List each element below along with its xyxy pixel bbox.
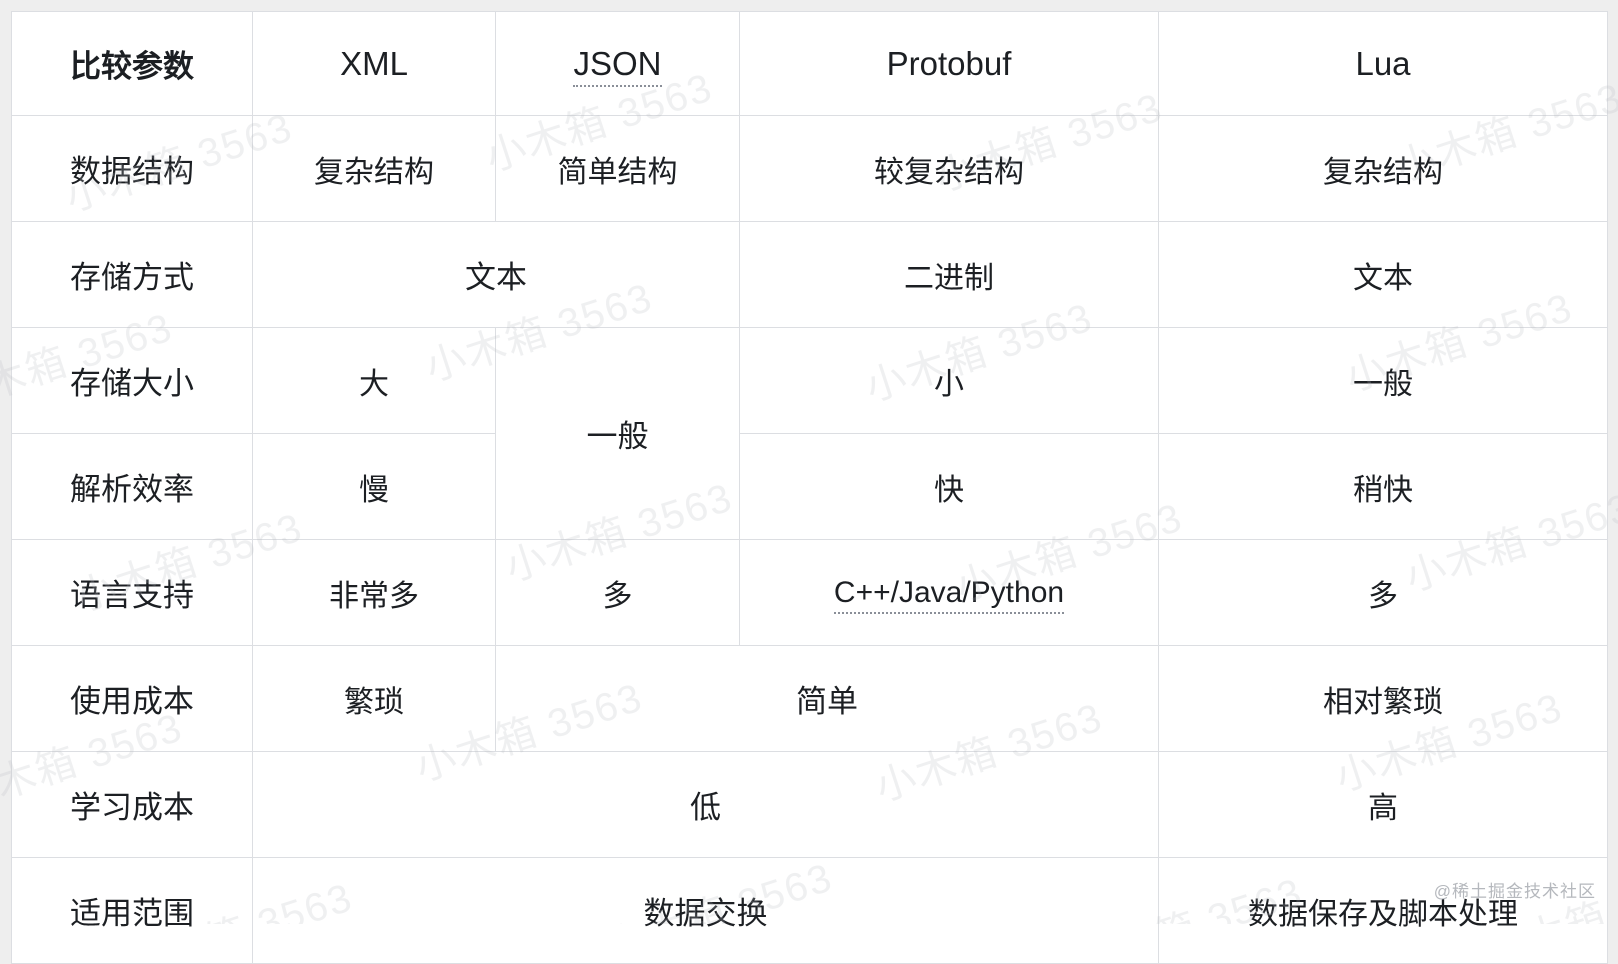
header-row: 比较参数 XML JSON Protobuf Lua — [11, 11, 1608, 116]
cell-use-cases-merged: 数据交换 — [252, 857, 1159, 964]
cell-data-structure-xml: 复杂结构 — [252, 115, 496, 222]
row-label-storage-format: 存储方式 — [11, 221, 253, 328]
cell-usage-cost-json-protobuf: 简单 — [495, 645, 1159, 752]
cell-data-structure-lua: 复杂结构 — [1158, 115, 1608, 222]
table-row-learning-cost: 学习成本 低 高 — [11, 751, 1608, 858]
cell-use-cases-lua: 数据保存及脚本处理 — [1158, 857, 1608, 964]
column-header-lua: Lua — [1158, 11, 1608, 116]
cell-usage-cost-xml: 繁琐 — [252, 645, 496, 752]
cell-storage-size-xml: 大 — [252, 327, 496, 434]
row-label-learning-cost: 学习成本 — [11, 751, 253, 858]
column-header-protobuf: Protobuf — [739, 11, 1159, 116]
column-header-xml-label: XML — [340, 44, 408, 82]
cell-storage-size-lua: 一般 — [1158, 327, 1608, 434]
cell-data-structure-protobuf: 较复杂结构 — [739, 115, 1159, 222]
cell-data-structure-json: 简单结构 — [495, 115, 740, 222]
cell-language-support-protobuf-label: C++/Java/Python — [833, 575, 1065, 614]
row-label-data-structure: 数据结构 — [11, 115, 253, 222]
cell-learning-cost-lua: 高 — [1158, 751, 1608, 858]
table-row-parse-efficiency: 解析效率 慢 快 稍快 — [11, 433, 1608, 540]
cell-language-support-protobuf: C++/Java/Python — [739, 539, 1159, 646]
cell-language-support-lua: 多 — [1158, 539, 1608, 646]
table-row-usage-cost: 使用成本 繁琐 简单 相对繁琐 — [11, 645, 1608, 752]
cell-language-support-xml: 非常多 — [252, 539, 496, 646]
row-label-language-support: 语言支持 — [11, 539, 253, 646]
cell-storage-format-lua: 文本 — [1158, 221, 1608, 328]
column-header-protobuf-label: Protobuf — [886, 44, 1012, 82]
column-header-json: JSON — [495, 11, 740, 116]
column-header-lua-label: Lua — [1355, 44, 1411, 82]
cell-storage-format-xml-json: 文本 — [252, 221, 740, 328]
comparison-table-container: 比较参数 XML JSON Protobuf Lua 数据结构 复杂结构 — [11, 11, 1608, 964]
table-row-use-cases: 适用范围 数据交换 数据保存及脚本处理 — [11, 857, 1608, 964]
table-row-data-structure: 数据结构 复杂结构 简单结构 较复杂结构 复杂结构 — [11, 115, 1608, 222]
attribution-watermark: @稀土掘金技术社区 — [1433, 882, 1596, 901]
column-header-param: 比较参数 — [11, 11, 253, 116]
cell-parse-efficiency-protobuf: 快 — [739, 433, 1159, 540]
column-header-json-label: JSON — [573, 44, 662, 87]
cell-storage-size-json-merged: 一般 — [495, 327, 740, 540]
cell-language-support-json: 多 — [495, 539, 740, 646]
row-label-use-cases: 适用范围 — [11, 857, 253, 964]
cell-parse-efficiency-xml: 慢 — [252, 433, 496, 540]
cell-storage-size-protobuf: 小 — [739, 327, 1159, 434]
table-header: 比较参数 XML JSON Protobuf Lua — [11, 11, 1608, 116]
row-label-usage-cost: 使用成本 — [11, 645, 253, 752]
table-body: 数据结构 复杂结构 简单结构 较复杂结构 复杂结构 存储方式 文本 二进制 文本… — [11, 115, 1608, 964]
column-header-xml: XML — [252, 11, 496, 116]
table-row-language-support: 语言支持 非常多 多 C++/Java/Python 多 — [11, 539, 1608, 646]
row-label-parse-efficiency: 解析效率 — [11, 433, 253, 540]
cell-parse-efficiency-lua: 稍快 — [1158, 433, 1608, 540]
table-row-storage-format: 存储方式 文本 二进制 文本 — [11, 221, 1608, 328]
comparison-table: 比较参数 XML JSON Protobuf Lua 数据结构 复杂结构 — [11, 11, 1608, 964]
row-label-storage-size: 存储大小 — [11, 327, 253, 434]
cell-storage-format-protobuf: 二进制 — [739, 221, 1159, 328]
table-row-storage-size: 存储大小 大 一般 小 一般 — [11, 327, 1608, 540]
cell-usage-cost-lua: 相对繁琐 — [1158, 645, 1608, 752]
cell-learning-cost-merged: 低 — [252, 751, 1159, 858]
